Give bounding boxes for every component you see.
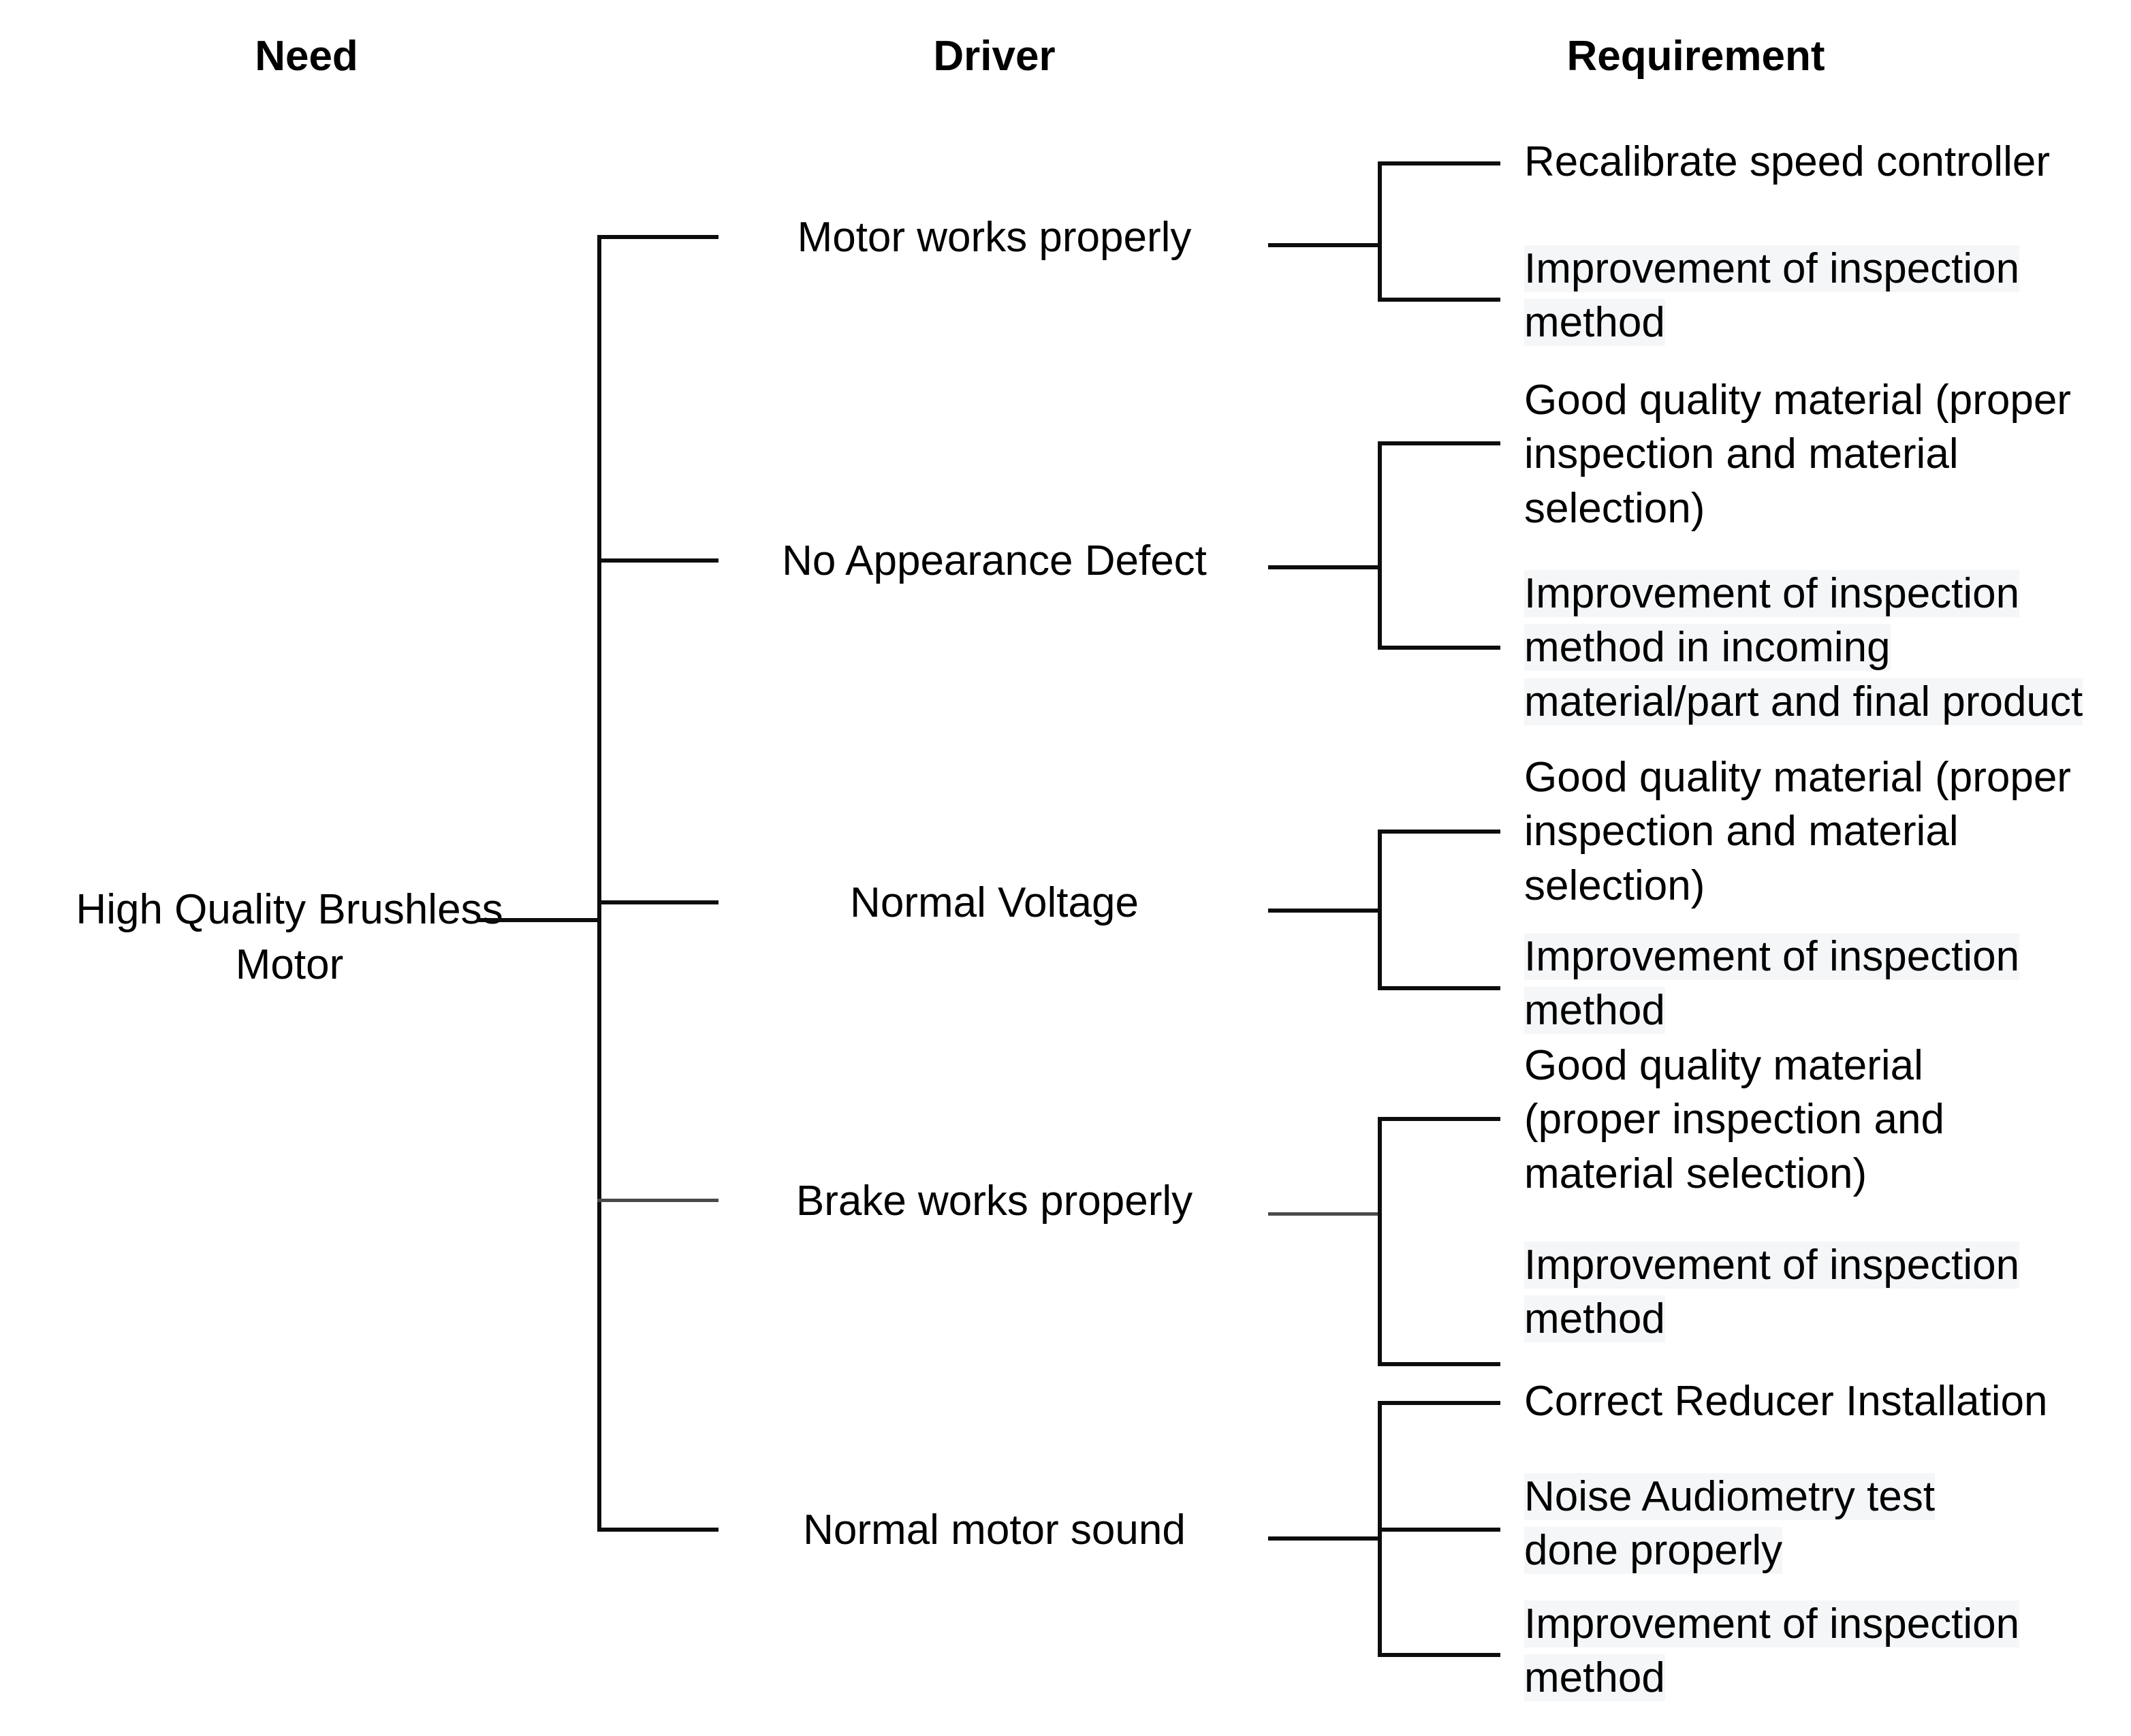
requirement-improvement-of-inspection-method-4: Improvement of inspection method — [1524, 1597, 2020, 1705]
driver-connector-3 — [597, 900, 719, 904]
requirement-line: Good quality material — [1524, 1042, 1923, 1089]
requirement-line: selection) — [1524, 484, 1705, 532]
requirement-line: (proper inspection and — [1524, 1096, 1944, 1143]
requirement-recalibrate-speed-controller: Recalibrate speed controller — [1524, 135, 2050, 189]
requirement-connector-1 — [1268, 243, 1380, 247]
requirement-line: Good quality material (proper — [1524, 377, 2071, 424]
main-spine — [597, 235, 601, 1529]
requirement-connector-5 — [1268, 1536, 1380, 1541]
requirement-good-quality-material-3: Good quality material (proper inspection… — [1524, 1039, 1944, 1201]
requirement-line: Recalibrate speed controller — [1524, 138, 2050, 185]
root-stem-connector — [477, 918, 601, 922]
requirement-line: method — [1524, 1295, 1665, 1343]
requirement-line: method — [1524, 1654, 1665, 1702]
bracket-arm-2-1 — [1378, 441, 1500, 445]
requirement-line: Improvement of inspection — [1524, 570, 2020, 617]
requirement-improvement-of-inspection-method-2: Improvement of inspection method — [1524, 930, 2020, 1038]
bracket-arm-2-2 — [1378, 646, 1500, 650]
bracket-arm-4-2 — [1378, 1362, 1500, 1366]
bracket-spine-group-2 — [1378, 441, 1382, 646]
root-label-line-2: Motor — [235, 941, 344, 988]
bracket-spine-group-1 — [1378, 161, 1382, 298]
bracket-arm-5-1 — [1378, 1401, 1500, 1405]
requirement-improvement-of-inspection-method-1: Improvement of inspection method — [1524, 242, 2020, 350]
column-header-need: Need — [255, 33, 358, 80]
requirement-line: inspection and material — [1524, 808, 1959, 855]
requirement-noise-audiometry-test: Noise Audiometry test done properly — [1524, 1470, 1936, 1578]
requirement-line: Improvement of inspection — [1524, 245, 2020, 292]
driver-node-normal-motor-sound: Normal motor sound — [803, 1506, 1186, 1553]
requirement-connector-2 — [1268, 565, 1380, 569]
root-node-high-quality-brushless-motor: High Quality Brushless Motor — [7, 883, 572, 992]
driver-node-normal-voltage: Normal Voltage — [850, 879, 1139, 926]
bracket-arm-3-1 — [1378, 830, 1500, 834]
bracket-spine-group-5 — [1378, 1401, 1382, 1653]
requirement-line: Correct Reducer Installation — [1524, 1378, 2048, 1425]
requirement-line: method in incoming — [1524, 624, 1891, 672]
bracket-arm-3-2 — [1378, 986, 1500, 990]
requirement-line: material selection) — [1524, 1150, 1867, 1197]
requirement-improvement-of-inspection-method-3: Improvement of inspection method — [1524, 1238, 2020, 1346]
driver-node-brake-works-properly: Brake works properly — [795, 1178, 1193, 1225]
requirement-line: Noise Audiometry test — [1524, 1473, 1936, 1520]
requirement-line: Improvement of inspection — [1524, 1242, 2020, 1289]
requirement-correct-reducer-installation: Correct Reducer Installation — [1524, 1374, 2047, 1428]
requirement-line: Improvement of inspection — [1524, 933, 2020, 980]
driver-connector-2 — [597, 558, 719, 563]
requirement-line: done properly — [1524, 1527, 1783, 1575]
requirement-line: Improvement of inspection — [1524, 1600, 2020, 1647]
driver-node-no-appearance-defect: No Appearance Defect — [782, 537, 1207, 584]
requirement-line: Good quality material (proper — [1524, 754, 2071, 801]
bracket-arm-1-2 — [1378, 298, 1500, 302]
driver-connector-5 — [597, 1528, 719, 1532]
requirement-improvement-of-inspection-incoming: Improvement of inspection method in inco… — [1524, 567, 2083, 729]
requirement-connector-3 — [1268, 909, 1380, 913]
driver-connector-1 — [597, 235, 719, 239]
requirement-good-quality-material-1: Good quality material (proper inspection… — [1524, 373, 2071, 535]
bracket-spine-group-3 — [1378, 830, 1382, 986]
column-header-requirement: Requirement — [1566, 33, 1825, 80]
bracket-spine-group-4 — [1378, 1117, 1382, 1362]
bracket-arm-5-3 — [1378, 1653, 1500, 1657]
bracket-arm-4-1 — [1378, 1117, 1500, 1121]
requirement-line: material/part and final product — [1524, 678, 2083, 725]
driver-connector-4 — [597, 1199, 719, 1202]
requirement-line: selection) — [1524, 862, 1705, 909]
requirement-connector-4 — [1268, 1212, 1380, 1216]
requirement-line: method — [1524, 987, 1665, 1035]
requirement-line: inspection and material — [1524, 430, 1959, 478]
requirement-good-quality-material-2: Good quality material (proper inspection… — [1524, 751, 2071, 913]
requirement-line: method — [1524, 299, 1665, 347]
driver-node-motor-works-properly: Motor works properly — [797, 214, 1192, 261]
column-header-driver: Driver — [933, 33, 1056, 80]
root-label-line-1: High Quality Brushless — [76, 886, 503, 933]
bracket-arm-5-2 — [1378, 1528, 1500, 1532]
bracket-arm-1-1 — [1378, 161, 1500, 165]
